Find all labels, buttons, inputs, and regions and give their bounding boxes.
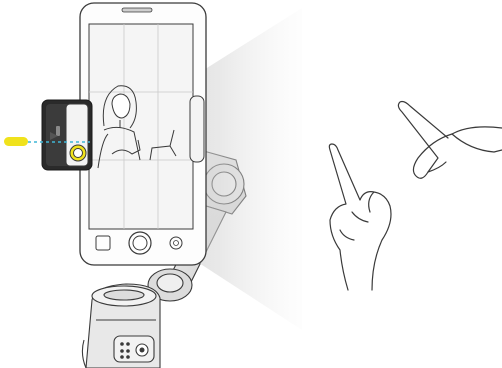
right-hand-upper: [398, 102, 502, 179]
module-indicator: [56, 126, 60, 136]
module-lens-icon: [74, 149, 83, 158]
ai-tracking-module: [42, 100, 92, 170]
frame-gesture-hands: [329, 102, 502, 291]
right-hand-upper-wrist: [452, 134, 502, 152]
gimbal-handle-top-inner: [104, 290, 144, 300]
left-hand-lower: [329, 144, 391, 290]
gimbal-handle-edge: [82, 340, 86, 368]
phone-clamp: [190, 96, 204, 162]
smartphone: [80, 3, 206, 265]
gimbal-pan-motor-cap: [157, 274, 183, 292]
phone-speaker: [122, 8, 152, 12]
phone-screen: [89, 24, 193, 229]
yellow-indicator-marker: [4, 137, 28, 146]
